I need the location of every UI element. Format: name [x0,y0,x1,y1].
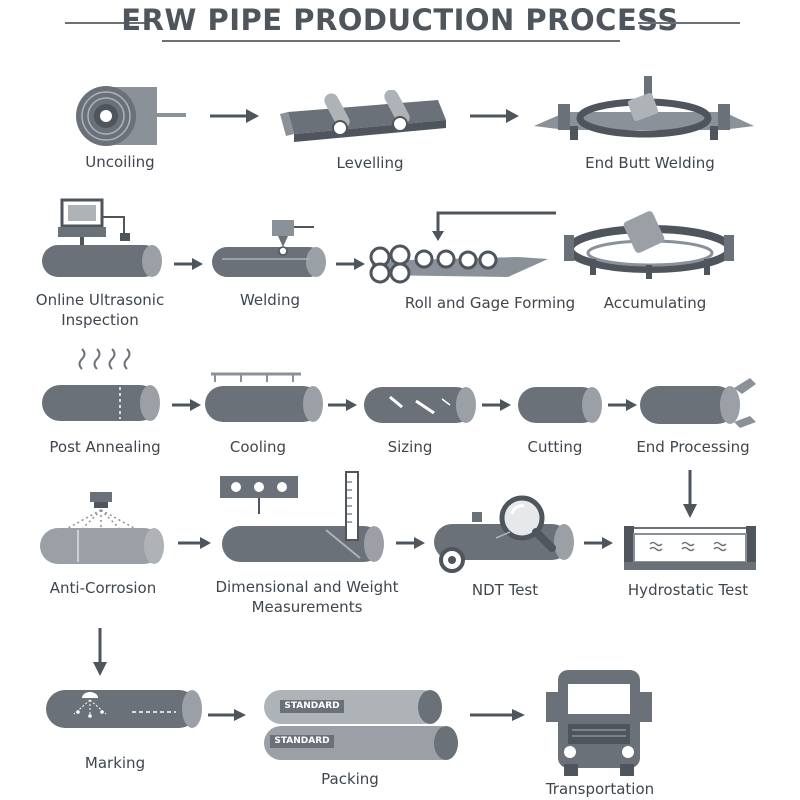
arrow-down-icon [680,470,700,520]
truck-icon [544,668,654,778]
step-label-accumulating: Accumulating [603,294,707,312]
arrow-icon [482,396,512,414]
arrow-icon [396,534,426,552]
leveller-icon [278,90,448,145]
step-label-roll-and-gage-forming: Roll and Gage Forming [404,294,576,312]
cutting-icon [516,385,606,425]
coil-icon [70,82,190,152]
roll-forming-icon [368,205,563,290]
sizing-icon [362,385,482,425]
step-label-welding: Welding [239,291,301,309]
step-label-sizing: Sizing [387,438,433,456]
annealing-icon [40,345,170,425]
step-label-anti-corrosion: Anti-Corrosion [49,579,157,597]
arrow-icon [470,706,526,724]
arrow-icon [470,106,520,126]
title-rule-left [65,22,145,24]
step-label-post-annealing: Post Annealing [49,438,161,456]
step-label-uncoiling: Uncoiling [85,153,155,171]
water-tank-icon [620,520,760,572]
marking-icon [44,684,209,732]
arrow-icon [172,396,202,414]
step-label-levelling: Levelling [336,154,404,172]
step-label-cutting: Cutting [527,438,583,456]
arrow-icon [178,534,212,552]
pipe-bundle-icon [262,688,462,763]
step-label-hydrostatic-test: Hydrostatic Test [627,581,749,599]
arrow-icon [328,396,358,414]
ultrasonic-icon [40,195,170,280]
welding-icon [210,215,335,280]
title-rule-right [638,22,740,24]
cooling-icon [203,368,328,426]
step-label-online-ultrasonic-inspection: Online Ultrasonic Inspection [35,291,165,329]
arrow-icon [174,255,204,273]
page-title: ERW PIPE PRODUCTION PROCESS [121,3,679,37]
arrow-icon [336,255,366,273]
butt-welder-icon [532,74,757,146]
spray-icon [38,488,173,568]
step-label-end-processing: End Processing [636,438,750,456]
arrow-icon [584,534,614,552]
arrow-icon [608,396,638,414]
measurement-icon [218,470,393,570]
accumulator-icon [560,205,740,280]
magnifier-icon [430,488,580,573]
arrow-icon [210,106,260,126]
step-label-transportation: Transportation [545,780,655,798]
title-underline [162,40,620,42]
step-label-marking: Marking [84,754,146,772]
step-label-packing: Packing [321,770,379,788]
arrow-icon [208,706,248,724]
step-label-ndt-test: NDT Test [471,581,539,599]
standard-stamp: STANDARD [274,736,330,746]
step-label-dimensional-and-weight-measurements: Dimensional and Weight Measurements [215,578,399,616]
end-processing-icon [638,370,758,430]
step-label-cooling: Cooling [229,438,287,456]
standard-stamp: STANDARD [284,701,340,711]
step-label-end-butt-welding: End Butt Welding [585,154,715,172]
arrow-down-icon [90,628,110,678]
